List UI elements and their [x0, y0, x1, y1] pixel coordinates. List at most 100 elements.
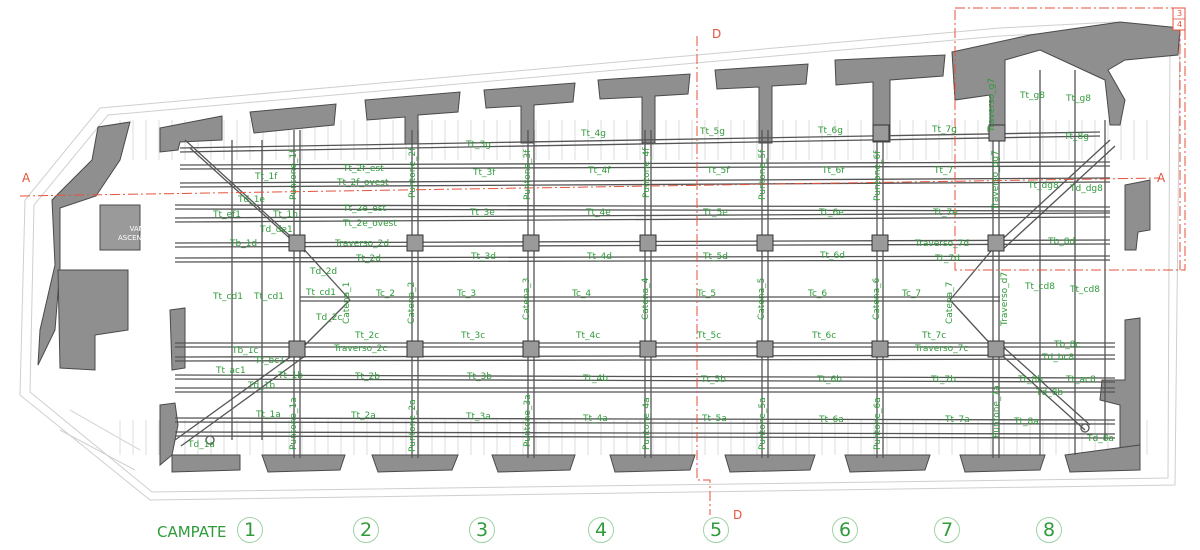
beam-label: Td_2d: [310, 267, 338, 277]
section-d-bottom: D: [733, 508, 743, 522]
beam-label-vertical: Traverso_g7: [987, 77, 997, 132]
beam-label: Tt_2e_est: [343, 204, 387, 214]
diagonal-brace: [1000, 344, 1091, 426]
beam-label: Tt_bc1: [255, 356, 285, 366]
beam-label-vertical: Puntone_4a: [642, 397, 652, 450]
beam-label: Tt_5f: [707, 166, 730, 176]
beam-label: Traverso_7d: [915, 239, 970, 249]
beam-label: Tt_cd1: [213, 292, 243, 302]
beam-label: Tt_2c: [355, 331, 380, 341]
diagonal-brace: [995, 139, 1111, 246]
beam-label: Traverso_7c: [915, 344, 969, 354]
beam-label: Tt_1f: [255, 172, 278, 182]
beam-label: Tt_7b: [931, 375, 956, 385]
column: [988, 124, 1006, 142]
beam-label: Tt_2a: [351, 411, 376, 421]
column: [639, 340, 657, 358]
beam-label: Tt_1a: [256, 410, 281, 420]
beam-label: Td_8b: [1036, 388, 1064, 398]
column: [406, 234, 424, 252]
beam-label: Td_1b: [248, 381, 276, 391]
beam-label-vertical: Puntone_2f: [408, 147, 418, 198]
section-a-right: A: [1157, 171, 1166, 185]
bay-number-7: 7: [934, 517, 960, 543]
beam-label-vertical: Puntone_5f: [758, 149, 768, 200]
beam-label: Tt_7d: [935, 254, 960, 264]
beam-label: Tt_4d: [587, 252, 612, 262]
diagonal-brace: [299, 244, 351, 301]
beam-label: Tt_3a: [466, 412, 491, 422]
beam-label: Td_2c: [316, 313, 343, 323]
beam-label: Tt_3b: [467, 372, 492, 382]
bay-number-4: 4: [588, 517, 614, 543]
longitudinal-beam: [179, 135, 1101, 153]
beam-label: Tt_2e_ovest: [343, 219, 397, 229]
beam-label: Tc_3: [457, 289, 477, 299]
column: [522, 234, 540, 252]
longitudinal-beam: [174, 255, 1111, 259]
column: [756, 340, 774, 358]
beam-label-vertical: Traverso_dg7: [991, 150, 1001, 210]
beam-label: Tt_g8: [1020, 91, 1045, 101]
beam-label: Tb_1c: [232, 346, 259, 356]
longitudinal-beam: [174, 259, 1111, 263]
beam-label: Tb_8c: [1054, 340, 1081, 350]
bay-number-1: 1: [237, 517, 263, 543]
section-lines: [19, 7, 1186, 515]
beam-label: Tc_6: [808, 289, 828, 299]
beam-label: Td_8a: [1087, 434, 1114, 444]
longitudinal-beam: [174, 204, 1111, 208]
diagonal-brace: [995, 349, 1086, 431]
beam-label: Tt_cd8: [1025, 282, 1055, 292]
beam-label: Tt_4b: [583, 374, 608, 384]
beam-label: Tt_6f: [822, 166, 845, 176]
bay-number-3: 3: [469, 517, 495, 543]
diagonal-brace: [189, 147, 306, 253]
beam-label: Tt_8g: [1064, 132, 1089, 142]
beam-label: Tt_6c: [812, 331, 837, 341]
beam-label: Tt_2d: [356, 254, 381, 264]
beam-label: Tt_8a: [1014, 417, 1039, 427]
beam-label-vertical: Puntone_6a: [873, 397, 883, 450]
beam-label-vertical: Traverso_d7: [1000, 271, 1010, 326]
beam-label: Tc_2: [376, 289, 396, 299]
beam-label: Tt_cd1: [254, 292, 284, 302]
column: [288, 340, 306, 358]
beam-label-vertical: Catena_5: [757, 277, 767, 320]
beam-label-vertical: Puntone_7a: [992, 385, 1002, 438]
beam-label: Tt_4e: [586, 208, 611, 218]
beam-label: Tt_1h: [273, 210, 298, 220]
beam-label-vertical: Puntone_3f: [523, 149, 533, 200]
beam-label: Tt_2f_est: [343, 164, 384, 174]
beam-label-vertical: Puntone_4f: [642, 147, 652, 198]
beam-label: Traverso_2c: [334, 344, 388, 354]
beam-label: Tt_g8: [1066, 94, 1091, 104]
beam-label: Tt_3g: [466, 140, 491, 150]
beam-label: Tt_2f_ovest: [337, 178, 389, 188]
bay-number-6: 6: [832, 517, 858, 543]
diagonal-brace: [1000, 145, 1116, 252]
beam-label: Tt_dg8: [1028, 181, 1059, 191]
beam-label: Tt_5d: [703, 252, 728, 262]
diagonal-brace: [299, 299, 351, 351]
beam-label: Tt_cd1: [306, 288, 336, 298]
beam-label: Tt_ef1: [213, 210, 241, 220]
beam-label: Tt_6g: [818, 126, 843, 136]
beam-label-vertical: Puntone_2a: [408, 399, 418, 452]
column: [987, 340, 1005, 358]
bay-number-5: 5: [703, 517, 729, 543]
beam-label-vertical: Puntone_5a: [758, 397, 768, 450]
beam-label: Tt_5a: [702, 414, 727, 424]
beam-label: Traverso_2d: [335, 239, 390, 249]
beam-label: Tt_cd8: [1070, 285, 1100, 295]
masonry-walls: [37, 21, 1181, 473]
bay-number-2: 2: [353, 517, 379, 543]
beam-label: Tt_3c: [461, 331, 486, 341]
beam-label: Tt_6d: [820, 251, 845, 261]
beam-label: Tt_4g: [581, 129, 606, 139]
column: [987, 234, 1005, 252]
beam-label: Tt_5g: [700, 127, 725, 137]
beam-label: Td_bc8: [1042, 353, 1075, 363]
beam-label: Tt_3d: [471, 252, 496, 262]
